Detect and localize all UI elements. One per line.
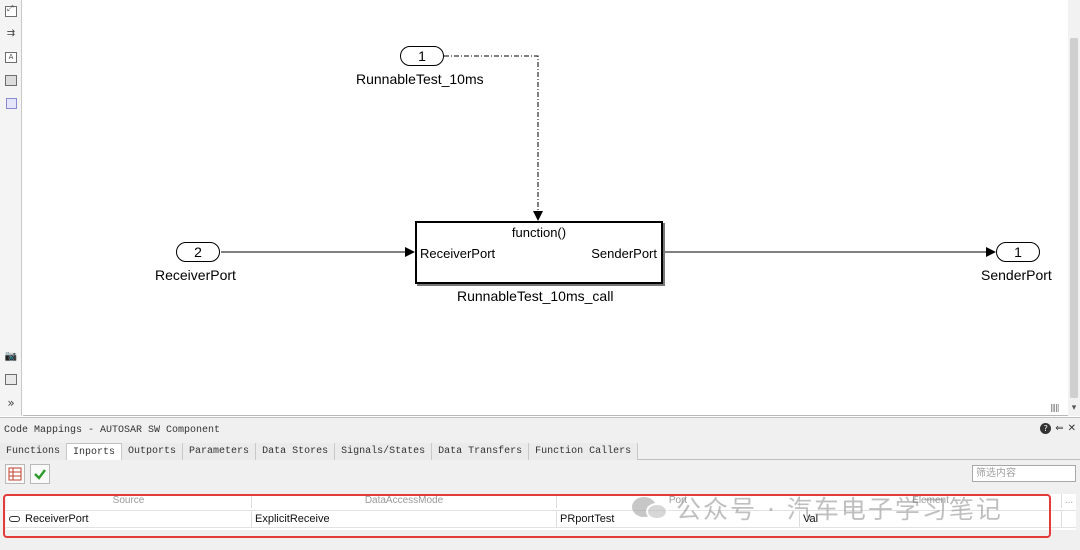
outport-sender-label: SenderPort: [981, 267, 1052, 283]
column-header-source[interactable]: Source: [6, 494, 252, 508]
table-row[interactable]: ReceiverPort ExplicitReceive PRportTest …: [6, 510, 1076, 528]
panel-controls: ? ⇐ ✕: [1040, 423, 1076, 434]
configure-table-button[interactable]: [5, 464, 25, 484]
close-icon[interactable]: ✕: [1067, 423, 1076, 434]
area-icon[interactable]: [4, 96, 18, 110]
inport-receiver-label: ReceiverPort: [155, 267, 236, 283]
tab-outports[interactable]: Outports: [122, 443, 184, 460]
table-config-icon: [8, 467, 22, 481]
chevron-down-icon[interactable]: ▾: [1071, 402, 1077, 412]
filter-input[interactable]: [972, 465, 1076, 482]
panel-title: Code Mappings - AUTOSAR SW Component: [4, 425, 221, 436]
scrollbar-thumb[interactable]: [1070, 38, 1078, 398]
wechat-logo-icon: [632, 495, 670, 521]
inports-mapping-table: Source DataAccessMode Port Element ... R…: [6, 494, 1076, 530]
inport-runnable-label: RunnableTest_10ms: [356, 71, 484, 87]
checkmark-icon: [34, 469, 46, 480]
image-icon[interactable]: [4, 73, 18, 87]
help-icon[interactable]: ?: [1040, 423, 1052, 434]
column-header-port[interactable]: Port: [557, 494, 800, 508]
function-call-subsystem-block[interactable]: function() ReceiverPort SenderPort: [415, 221, 663, 284]
port-number: 1: [1014, 244, 1022, 260]
inport-runnable-block[interactable]: 1: [400, 46, 444, 66]
tab-data-stores[interactable]: Data Stores: [256, 443, 336, 460]
table-header: Source DataAccessMode Port Element ...: [6, 494, 1076, 508]
subsystem-output-label: SenderPort: [591, 246, 657, 261]
canvas-vertical-scrollbar[interactable]: ▾: [1068, 0, 1080, 416]
expand-chevron-icon[interactable]: »: [7, 396, 15, 410]
code-mappings-panel: Code Mappings - AUTOSAR SW Component ? ⇐…: [0, 417, 1080, 550]
tab-signals-states[interactable]: Signals/States: [335, 443, 433, 460]
cell-port[interactable]: PRportTest: [557, 511, 800, 527]
mapping-toolbar: [0, 461, 1080, 487]
cell-source[interactable]: ReceiverPort: [6, 511, 252, 527]
zoom-fit-icon[interactable]: ⤢: [4, 4, 18, 18]
tab-functions[interactable]: Functions: [0, 443, 68, 460]
validate-button[interactable]: [30, 464, 50, 484]
watermark: 公众号 · 汽车电子学习笔记: [632, 490, 1003, 526]
tab-function-callers[interactable]: Function Callers: [529, 443, 639, 460]
inport-receiver-block[interactable]: 2: [176, 242, 220, 262]
outport-sender-block[interactable]: 1: [996, 242, 1040, 262]
property-inspector-icon[interactable]: [4, 372, 18, 386]
subsystem-name-label: RunnableTest_10ms_call: [457, 288, 614, 304]
column-header-element[interactable]: Element: [800, 494, 1062, 508]
resize-grip-icon[interactable]: |||||: [1050, 403, 1059, 412]
block-diagram-palette: ⤢ ⇉ A 📷 »: [0, 0, 22, 416]
inport-icon: [9, 516, 20, 523]
tab-inports[interactable]: Inports: [67, 443, 123, 460]
minimize-icon[interactable]: ⇐: [1055, 423, 1064, 434]
function-call-line: [444, 55, 543, 221]
tab-data-transfers[interactable]: Data Transfers: [432, 443, 530, 460]
model-canvas[interactable]: 1 RunnableTest_10ms 2 ReceiverPort 1 Sen…: [23, 0, 1068, 416]
subsystem-input-label: ReceiverPort: [420, 246, 496, 261]
column-header-data-access-mode[interactable]: DataAccessMode: [252, 494, 557, 508]
arrows-icon[interactable]: ⇉: [6, 27, 16, 39]
column-header-more[interactable]: ...: [1064, 495, 1074, 506]
cell-data-access-mode[interactable]: ExplicitReceive: [252, 511, 557, 527]
port-number: 1: [418, 48, 426, 64]
cell-more: [1062, 511, 1076, 527]
port-number: 2: [194, 244, 202, 260]
trigger-port-label: function(): [511, 225, 567, 240]
mapping-tabs: Functions Inports Outports Parameters Da…: [0, 443, 1080, 460]
camera-icon[interactable]: 📷: [4, 350, 18, 362]
signal-lines: [221, 55, 996, 274]
annotation-icon[interactable]: A: [4, 50, 18, 64]
cell-element[interactable]: Val: [800, 511, 1062, 527]
watermark-text: 公众号 · 汽车电子学习笔记: [676, 495, 1003, 524]
tab-parameters[interactable]: Parameters: [183, 443, 257, 460]
